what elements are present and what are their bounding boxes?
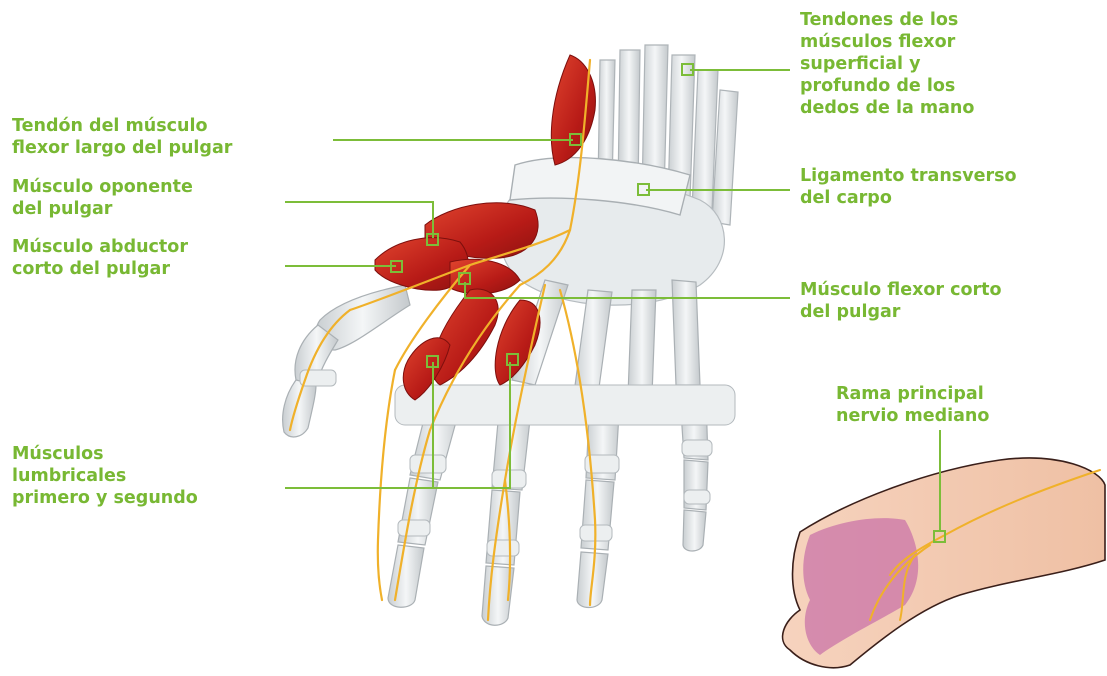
label-line: profundo de los	[800, 75, 974, 97]
label-transverse-carpal-ligament: Ligamento transverso del carpo	[800, 165, 1017, 209]
label-line: Ligamento transverso	[800, 165, 1017, 187]
label-line: músculos flexor	[800, 31, 974, 53]
leader-oponente	[285, 202, 433, 238]
label-line: Músculo abductor	[12, 236, 188, 258]
label-flexor-tendons: Tendones de los músculos flexor superfic…	[800, 9, 974, 119]
label-line: corto del pulgar	[12, 258, 188, 280]
label-line: Músculos	[12, 443, 198, 465]
leader-lumbricales	[285, 362, 510, 488]
label-line: del pulgar	[12, 198, 193, 220]
label-opponens-pollicis: Músculo oponente del pulgar	[12, 176, 193, 220]
label-line: Músculo flexor corto	[800, 279, 1002, 301]
marker-lumbricales-2	[507, 354, 518, 365]
label-line: flexor largo del pulgar	[12, 137, 232, 159]
leader-flexor-corto	[465, 282, 790, 298]
label-line: del carpo	[800, 187, 1017, 209]
label-line: dedos de la mano	[800, 97, 974, 119]
label-lumbricals: Músculos lumbricales primero y segundo	[12, 443, 198, 509]
label-line: Rama principal	[836, 383, 989, 405]
label-line: Músculo oponente	[12, 176, 193, 198]
label-flexor-pollicis-longus-tendon: Tendón del músculo flexor largo del pulg…	[12, 115, 232, 159]
label-line: nervio mediano	[836, 405, 989, 427]
label-line: del pulgar	[800, 301, 1002, 323]
label-line: superficial y	[800, 53, 974, 75]
label-line: Tendón del músculo	[12, 115, 232, 137]
label-median-nerve-branch: Rama principal nervio mediano	[836, 383, 989, 427]
marker-rama	[934, 531, 945, 542]
label-abductor-pollicis-brevis: Músculo abductor corto del pulgar	[12, 236, 188, 280]
label-flexor-pollicis-brevis: Músculo flexor corto del pulgar	[800, 279, 1002, 323]
label-line: primero y segundo	[12, 487, 198, 509]
label-line: Tendones de los	[800, 9, 974, 31]
label-line: lumbricales	[12, 465, 198, 487]
